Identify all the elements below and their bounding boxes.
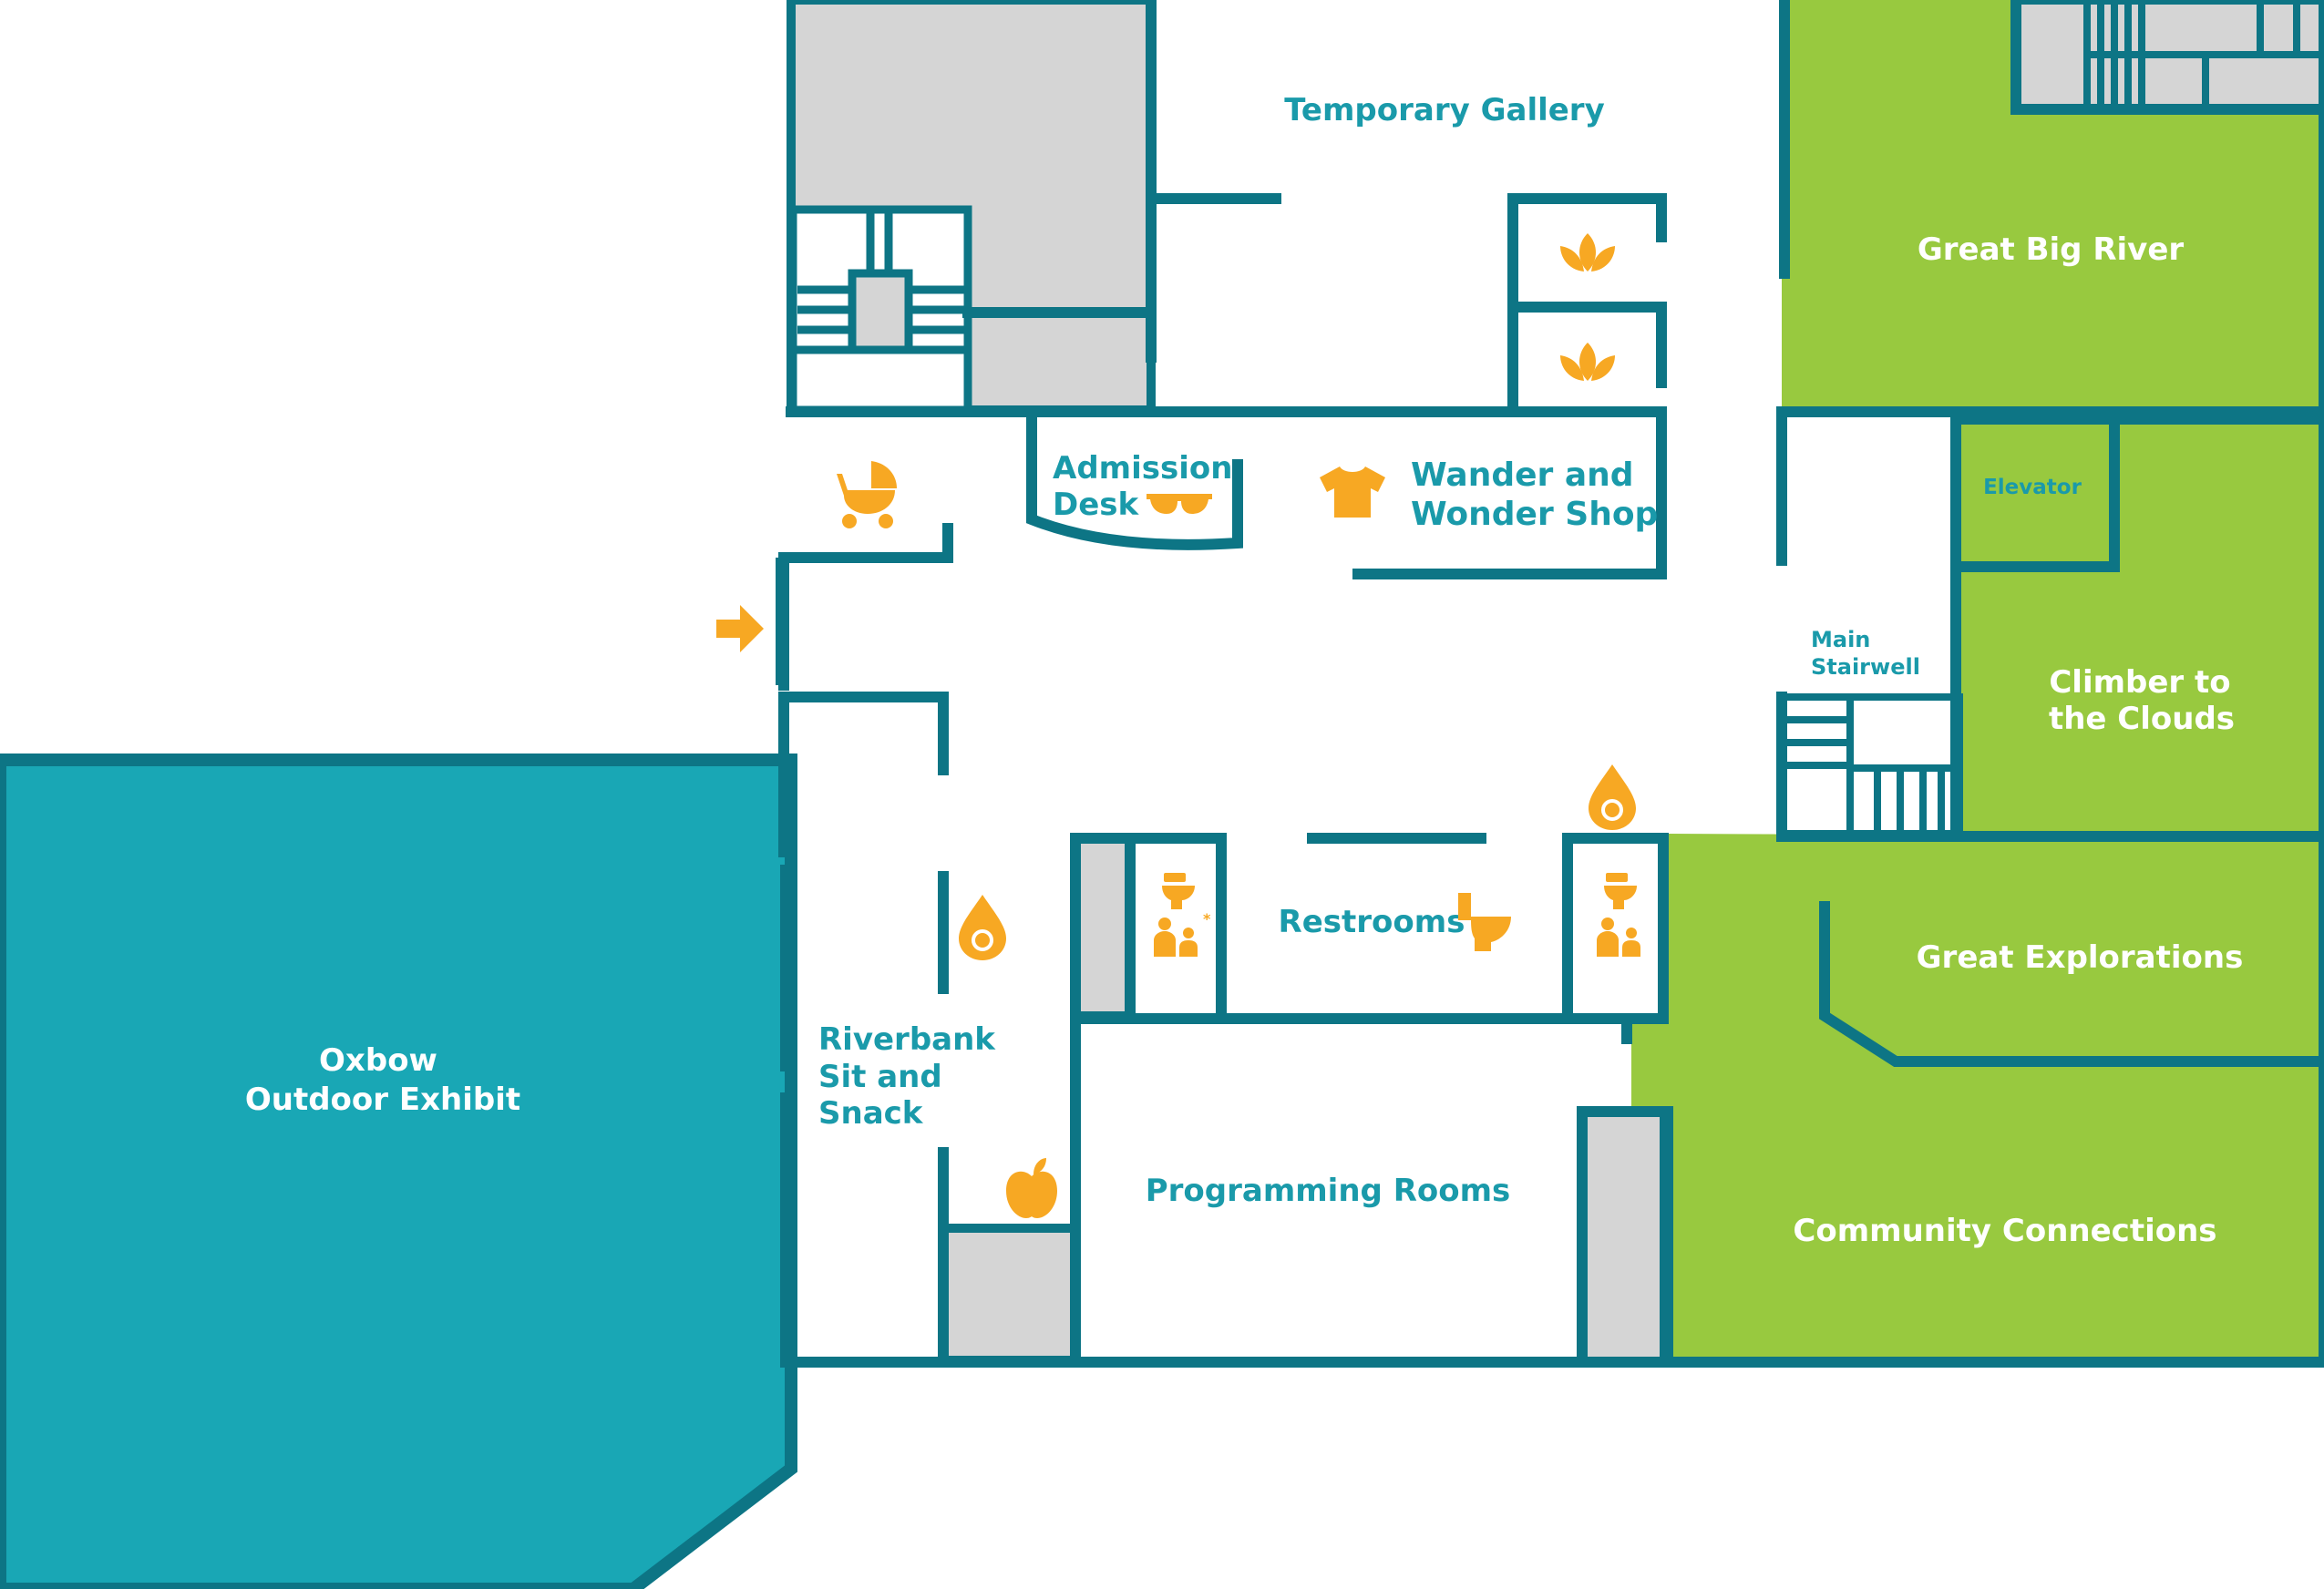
- sunglasses-icon: [1147, 494, 1212, 514]
- tshirt-icon: [1320, 466, 1385, 518]
- svg-text:*: *: [1203, 910, 1211, 928]
- walls: [778, 0, 2324, 1368]
- admission-desk-label-1: Admission: [1053, 450, 1232, 487]
- riverbank-label-2: Sit and: [818, 1059, 942, 1095]
- climber-label-2: the Clouds: [2049, 701, 2235, 737]
- restrooms-label: Restrooms: [1279, 904, 1465, 940]
- climber-label-1: Climber to: [2049, 664, 2230, 701]
- temporary-gallery-label: Temporary Gallery: [1284, 92, 1605, 128]
- toilet-icon: [1162, 873, 1195, 909]
- oxbow-zone[interactable]: [0, 753, 797, 1589]
- great-big-river-label: Great Big River: [1918, 231, 2185, 268]
- riverbank-label-1: Riverbank: [818, 1021, 996, 1058]
- refill-station-icon: [1589, 764, 1636, 830]
- climber-zone[interactable]: [1956, 419, 2324, 836]
- stroller-icon: [837, 461, 897, 528]
- riverbank-label-3: Snack: [818, 1095, 924, 1132]
- family-icon: [1597, 918, 1640, 957]
- main-stairwell-label-1: Main: [1811, 627, 1870, 652]
- wander-shop-label-1: Wander and: [1411, 456, 1634, 494]
- main-stairwell-stairs: [1778, 693, 1963, 837]
- stairs-top-right: [2083, 0, 2324, 108]
- refill-station-icon: [959, 895, 1006, 960]
- icons: *: [716, 233, 1640, 1218]
- apple-icon: [1006, 1158, 1057, 1218]
- green-connector: [1631, 1019, 1668, 1112]
- great-explorations-label: Great Explorations: [1917, 939, 2244, 976]
- wander-shop-label-2: Wonder Shop: [1411, 496, 1658, 533]
- main-stairwell-label-2: Stairwell: [1811, 654, 1920, 680]
- stairs-top-left: [788, 205, 972, 415]
- toilet-icon: [1604, 873, 1637, 909]
- lower-green-zone[interactable]: [1668, 834, 2324, 1362]
- lotus-icon: [1560, 343, 1615, 381]
- entrance-arrow-icon: [716, 605, 764, 652]
- oxbow-label-1: Oxbow: [319, 1042, 437, 1079]
- lotus-icon: [1560, 233, 1615, 272]
- elevator-label: Elevator: [1983, 476, 2082, 499]
- toilet-icon: [1458, 893, 1511, 951]
- admission-desk-label-2: Desk: [1053, 487, 1140, 523]
- programming-rooms-label: Programming Rooms: [1146, 1173, 1511, 1209]
- room-labels: Temporary Gallery Great Big River Admiss…: [245, 92, 2243, 1249]
- oxbow-label-2: Outdoor Exhibit: [245, 1082, 520, 1118]
- family-icon: *: [1154, 910, 1211, 957]
- community-connections-label: Community Connections: [1793, 1213, 2216, 1249]
